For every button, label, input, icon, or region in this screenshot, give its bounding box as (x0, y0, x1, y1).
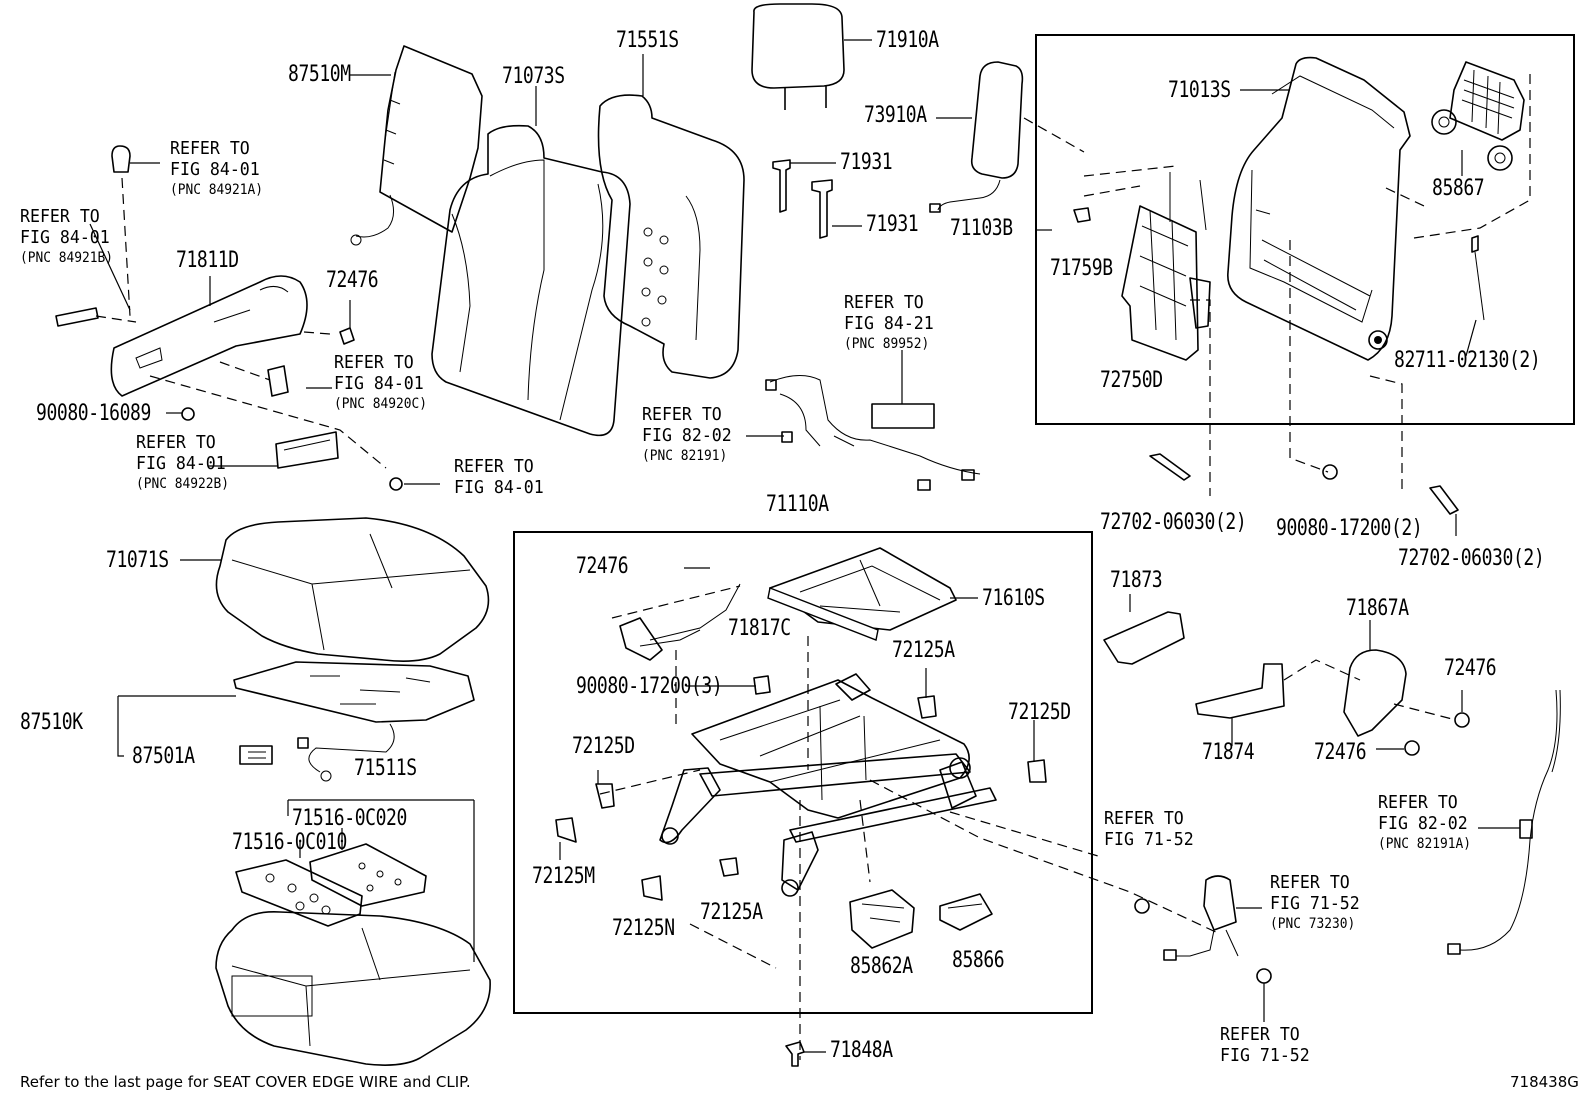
part-label-71811d: 71811D (176, 248, 239, 273)
part-label-71910a: 71910A (876, 28, 939, 53)
part-label-72702-a: 72702-06030(2) (1100, 510, 1247, 535)
headrest-support-icon (772, 159, 862, 239)
part-label-72476-d: 72476 (1314, 740, 1367, 765)
part-label-72750d: 72750D (1100, 368, 1163, 393)
bolt-icon-right (1376, 690, 1470, 756)
cushion-heater-icon (233, 661, 475, 782)
speaker-icon (1431, 61, 1525, 176)
lumbar-support-icon (1121, 172, 1211, 361)
side-airbag-icon (929, 61, 1024, 213)
seatbelt-buckle-icon (1134, 875, 1272, 1022)
part-label-85862a: 85862A (850, 954, 913, 979)
connector-icon (239, 745, 273, 765)
side-cover-icon (110, 275, 308, 397)
part-label-90080-17200-2: 90080-17200(2) (1276, 516, 1423, 541)
knob-icon (55, 145, 160, 327)
seatback-heater-icon (350, 45, 483, 246)
recliner-cover-icon (1343, 620, 1407, 737)
part-label-71103b: 71103B (950, 216, 1013, 241)
part-label-90080-17200-3: 90080-17200(3) (576, 674, 723, 699)
part-label-71931-upper: 71931 (840, 150, 893, 175)
part-label-90080-16089: 90080-16089 (36, 401, 151, 426)
part-label-71110a: 71110A (766, 492, 829, 517)
part-label-72125a-upper: 72125A (892, 638, 955, 663)
part-label-72476-b: 72476 (576, 554, 629, 579)
part-label-85867: 85867 (1432, 176, 1485, 201)
footer-note: Refer to the last page for SEAT COVER ED… (20, 1073, 471, 1091)
wire-harness-right-icon (1447, 689, 1561, 955)
part-label-71817c: 71817C (728, 616, 791, 641)
part-label-71610s: 71610S (982, 586, 1045, 611)
part-label-72702-b: 72702-06030(2) (1398, 546, 1545, 571)
cushion-pad-insert-icon (235, 828, 427, 927)
seatback-pad-icon (431, 86, 631, 437)
bracket-trim-icon (1195, 663, 1285, 746)
part-label-71013s: 71013S (1168, 78, 1231, 103)
diagram-code: 718438G (1510, 1073, 1579, 1091)
part-label-87510m: 87510M (288, 62, 351, 87)
seatback-cover-icon (597, 54, 745, 379)
part-label-72125d-right: 72125D (1008, 700, 1071, 725)
seat-track-group-box (513, 531, 1093, 1014)
part-label-71874: 71874 (1202, 740, 1255, 765)
part-label-71867a: 71867A (1346, 596, 1409, 621)
part-label-72125d-left: 72125D (572, 734, 635, 759)
part-label-87510k: 87510K (20, 710, 83, 735)
part-label-71516-0c010: 71516-0C010 (232, 830, 347, 855)
wire-harness-icon (746, 350, 981, 491)
part-label-71551s: 71551S (616, 28, 679, 53)
clip-icon (1073, 207, 1091, 223)
part-label-71071s: 71071S (106, 548, 169, 573)
part-label-85866: 85866 (952, 948, 1005, 973)
part-label-87501a: 87501A (132, 744, 195, 769)
part-label-71516-0c020: 71516-0C020 (292, 806, 407, 831)
cushion-pad-icon (180, 517, 490, 662)
cushion-cover-icon (215, 799, 491, 1066)
part-label-72125m: 72125M (532, 864, 595, 889)
part-label-71759b: 71759B (1050, 256, 1113, 281)
part-label-82711: 82711-02130(2) (1394, 348, 1541, 373)
wire-tie-icon (1471, 235, 1485, 321)
seatback-frame-icon (1227, 56, 1411, 361)
trim-cover-icon (1103, 594, 1185, 665)
screw-icon (785, 1041, 826, 1067)
part-label-73910a: 73910A (864, 103, 927, 128)
wire-icon (619, 583, 741, 661)
bracket-icon (555, 668, 1047, 901)
part-label-72125n: 72125N (612, 916, 675, 941)
part-label-71511s: 71511S (354, 756, 417, 781)
part-label-72476-c: 72476 (1444, 656, 1497, 681)
motor-icon (849, 889, 993, 949)
part-label-71931-lower: 71931 (866, 212, 919, 237)
headrest-icon (751, 3, 872, 110)
part-label-71073s: 71073S (502, 64, 565, 89)
seat-pan-icon (767, 547, 978, 641)
part-label-71873: 71873 (1110, 568, 1163, 593)
seat-track-icon (659, 673, 997, 897)
bolt-icon (166, 300, 1459, 536)
switch-icon (267, 365, 339, 469)
part-label-72125a-lower: 72125A (700, 900, 763, 925)
part-label-71848a: 71848A (830, 1038, 893, 1063)
part-label-72476-a: 72476 (326, 268, 379, 293)
